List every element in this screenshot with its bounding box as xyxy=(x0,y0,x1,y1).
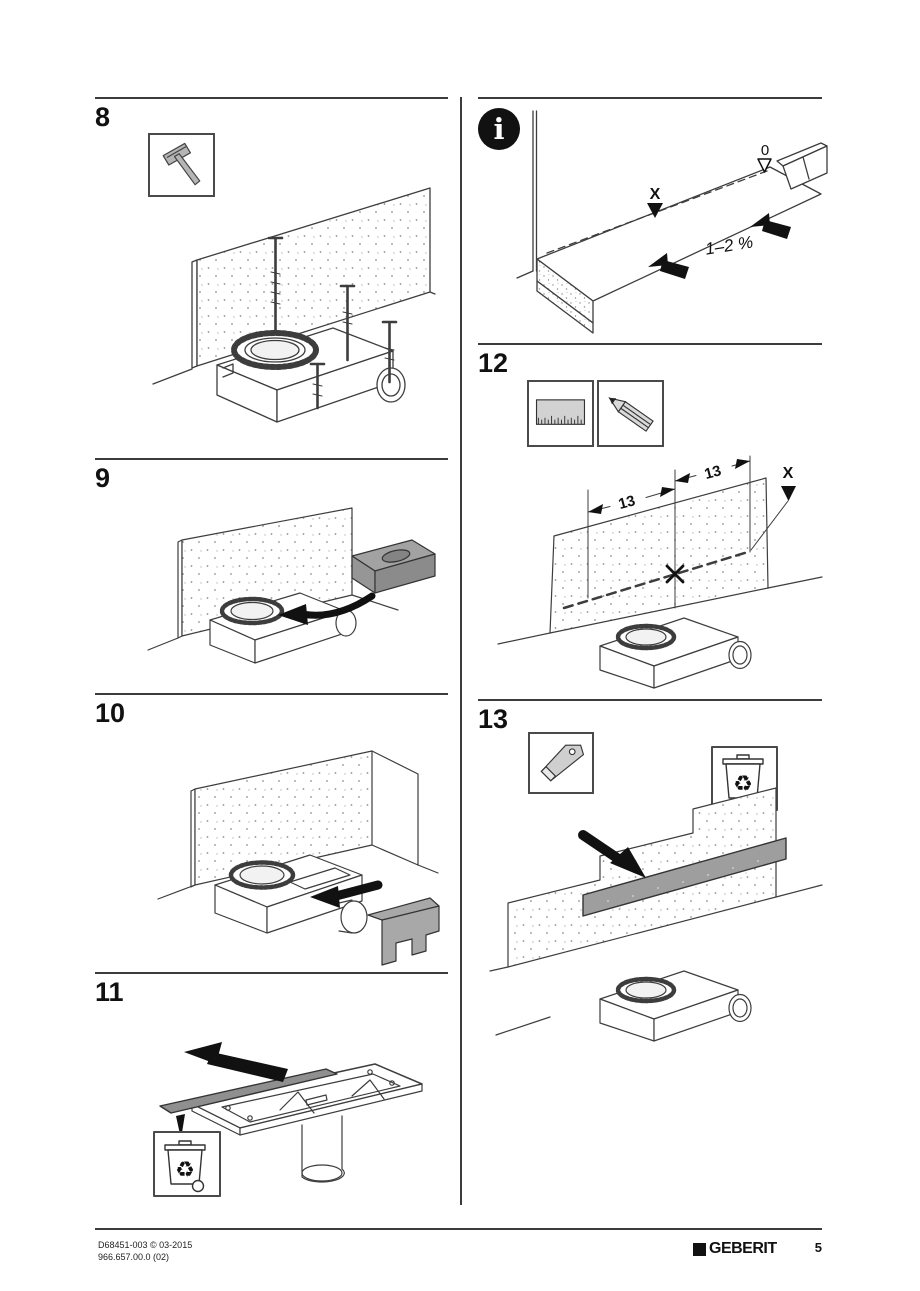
pencil-icon xyxy=(608,397,654,432)
rule-step11 xyxy=(95,972,448,974)
dim-right-label: 13 xyxy=(703,462,724,483)
dimension-lines: 13 13 xyxy=(587,455,751,609)
rule-step13 xyxy=(478,699,822,701)
zero-marker: 0 xyxy=(757,142,772,173)
drain-unit xyxy=(495,970,752,1042)
recycle-bin-icon: ♻ xyxy=(722,754,764,807)
figure-step-11: ♻ xyxy=(153,1042,423,1197)
wall-panel xyxy=(152,187,436,385)
wall-panel xyxy=(157,750,439,900)
slide-arrow xyxy=(310,880,383,908)
wall-panel-notched xyxy=(489,787,823,972)
drain-unit xyxy=(216,327,406,423)
step-11-number: 11 xyxy=(95,977,124,1007)
column-divider xyxy=(460,97,462,1205)
flange-plate xyxy=(191,1063,423,1136)
cover-piece xyxy=(351,539,436,594)
pipe-cover-bracket xyxy=(367,897,440,966)
rule-info xyxy=(478,97,822,99)
zero-label: 0 xyxy=(761,142,769,159)
center-cross-mark xyxy=(665,564,685,584)
wall-panel xyxy=(497,477,823,645)
brand-name: GEBERIT xyxy=(709,1240,777,1257)
ruler-icon xyxy=(535,399,586,425)
anchor-screws xyxy=(267,236,398,410)
brand-logo: GEBERIT xyxy=(693,1240,777,1258)
drain-unit xyxy=(209,592,357,664)
utility-knife-icon xyxy=(540,744,585,782)
drain-unit xyxy=(214,854,368,934)
x-label: X xyxy=(783,465,794,482)
recycle-bin-icon: ♻ xyxy=(164,1140,206,1193)
marking-dashed-line xyxy=(546,170,768,254)
toolbox-knife xyxy=(528,732,594,794)
slope-arrows xyxy=(648,213,791,279)
rule-step10 xyxy=(95,693,448,695)
footer-doc-info: D68451-003 © 03-2015 966.657.00.0 (02) xyxy=(98,1240,192,1263)
info-icon: i xyxy=(478,108,520,150)
x-marker: X xyxy=(750,465,796,551)
wall-line xyxy=(516,110,538,279)
remove-arrow xyxy=(578,830,646,878)
drain-pipe xyxy=(301,1115,345,1183)
screed-block xyxy=(536,166,822,334)
brand-square-icon xyxy=(693,1242,706,1256)
rule-step9 xyxy=(95,458,448,460)
hammer-icon xyxy=(162,142,201,186)
rule-step8 xyxy=(95,97,448,99)
footer-doc-line2: 966.657.00.0 (02) xyxy=(98,1251,170,1262)
remove-arrow xyxy=(184,1042,288,1082)
drain-unit xyxy=(599,617,752,689)
figure-step-12: 13 13 X xyxy=(497,455,823,689)
step-8-number: 8 xyxy=(95,102,111,132)
recycle-symbol: ♻ xyxy=(175,1157,195,1182)
info-icon-glyph: i xyxy=(493,112,505,146)
step-9-number: 9 xyxy=(95,463,111,493)
cut-strip xyxy=(582,837,787,917)
toolbox-ruler xyxy=(527,380,594,447)
footer-rule xyxy=(95,1228,822,1230)
protective-strip xyxy=(159,1068,338,1114)
recycle-symbol: ♻ xyxy=(733,771,753,796)
step-13-number: 13 xyxy=(478,704,509,734)
footer-doc-line1: D68451-003 © 03-2015 xyxy=(98,1240,193,1250)
step-12-number: 12 xyxy=(478,348,509,378)
insert-arrow xyxy=(278,592,376,625)
x-marker: X xyxy=(647,186,663,218)
tiles xyxy=(776,142,828,190)
dispose-pointer xyxy=(176,1114,185,1139)
rule-step12 xyxy=(478,343,822,345)
dim-left-label: 13 xyxy=(617,492,638,513)
figure-step-13: ♻ xyxy=(489,746,823,1042)
toolbox-hammer xyxy=(148,133,215,197)
page-number: 5 xyxy=(814,1240,822,1255)
figure-step-10 xyxy=(157,750,440,966)
step-10-number: 10 xyxy=(95,698,126,728)
toolbox-pencil xyxy=(597,380,664,447)
figure-step-8 xyxy=(152,187,436,423)
marking-dashed-line xyxy=(562,550,750,610)
x-label: X xyxy=(650,186,661,203)
recycle-bin-box: ♻ xyxy=(153,1131,221,1197)
figure-step-9 xyxy=(147,507,436,664)
figure-info-slope: 0 X 1–2 % xyxy=(516,110,828,334)
